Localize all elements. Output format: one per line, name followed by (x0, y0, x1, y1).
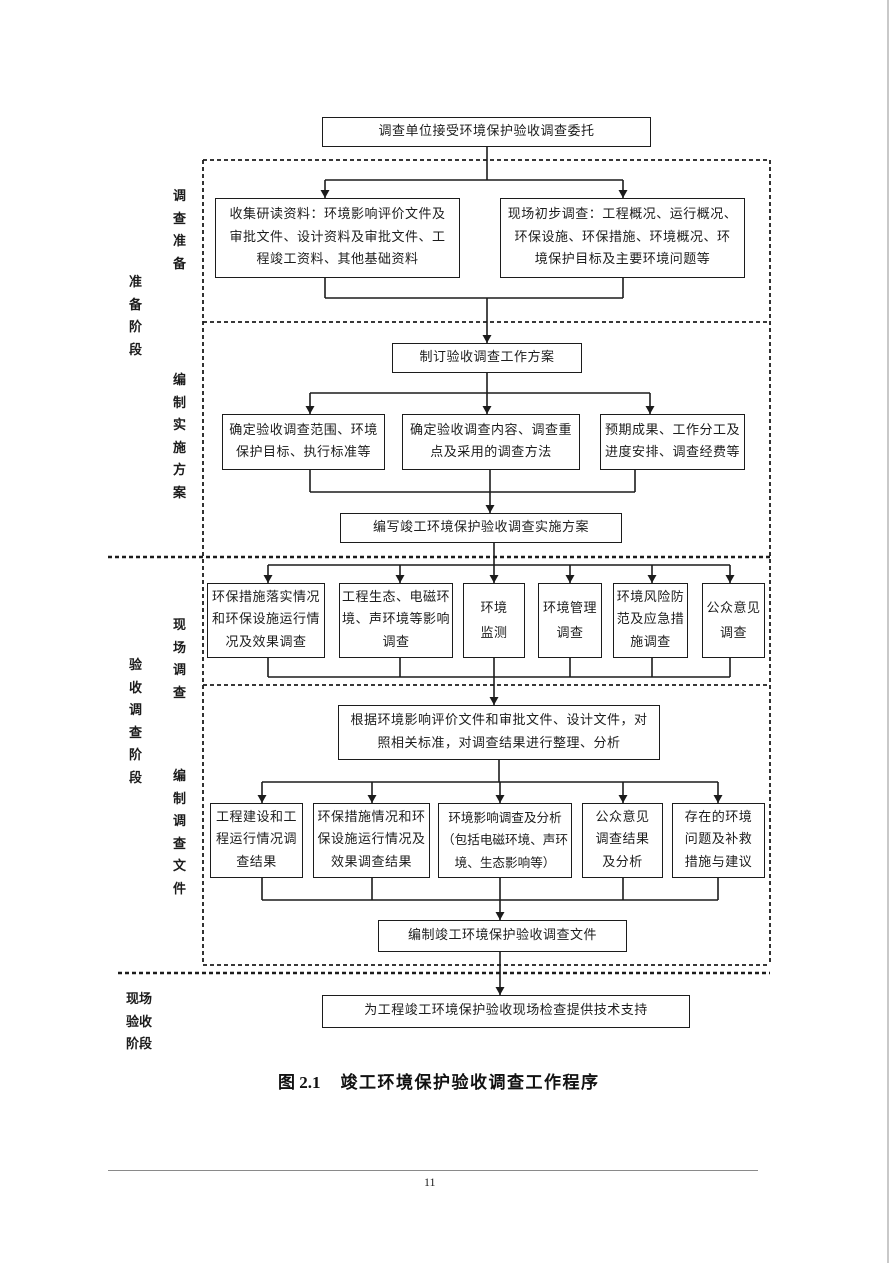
box-text-line: （包括电磁环境、声环 (442, 832, 568, 848)
box-text-line: 工程生态、电磁环 (341, 589, 450, 605)
box-text-line: 境保护目标及主要环境问题等 (534, 252, 711, 268)
box-text-line: 点及采用的调查方法 (430, 445, 552, 460)
box-text-line: 况及效果调查 (225, 634, 307, 650)
box-text-line: 调查 (556, 625, 584, 641)
box-text-line: 调查 (719, 625, 747, 641)
start-box-text: 调查单位接受环境保护验收调查委托 (378, 123, 595, 139)
box-text-line: 和环保设施运行情 (211, 612, 320, 628)
page-number: 11 (424, 1175, 436, 1189)
phase-label-survey-preparation: 调查准备 (172, 189, 186, 272)
initial-site-survey-box: 现场初步调查：工程概况、运行概况、 环保设施、环保措施、环境概况、环 境保护目标… (500, 198, 745, 278)
phase-label-compile-document: 编制调查文件 (172, 769, 186, 897)
footer-rule (108, 1170, 758, 1171)
box-text-line: 环保措施情况和环 (317, 809, 426, 825)
phase-label-site-survey: 现场调查 (172, 618, 186, 701)
result-measures-box: 环保措施情况和环 保设施运行情况及 效果调查结果 (313, 803, 430, 878)
box-text-line: 为工程竣工环境保护验收现场检查提供技术支持 (364, 1003, 648, 1019)
box-text-line: 境、声环境等影响 (341, 612, 450, 628)
stage-label-site-acceptance: 现场验收阶段 (125, 992, 152, 1052)
site-risk-box: 环境风险防 范及应急措 施调查 (613, 583, 688, 658)
box-text-line: 环境管理 (542, 600, 597, 616)
box-text-line: 公众意见 (595, 809, 650, 825)
final-support-box: 为工程竣工环境保护验收现场检查提供技术支持 (322, 995, 690, 1028)
compile-document-box: 编制竣工环境保护验收调查文件 (378, 920, 627, 952)
plan-schedule-box: 预期成果、工作分工及 进度安排、调查经费等 (600, 414, 745, 470)
write-plan-box: 编写竣工环境保护验收调查实施方案 (340, 513, 622, 543)
box-text-line: 调查结果 (595, 832, 650, 848)
box-text-line: 保设施运行情况及 (317, 832, 426, 848)
collect-materials-box: 收集研读资料：环境影响评价文件及 审批文件、设计资料及审批文件、工 程竣工资料、… (215, 198, 460, 278)
box-text-line: 程竣工资料、其他基础资料 (256, 252, 419, 268)
box-text-line: 环境影响调查及分析 (448, 809, 562, 825)
result-problems-box: 存在的环境 问题及补救 措施与建议 (672, 803, 765, 878)
box-text-line: 及分析 (602, 854, 643, 870)
box-text-line: 措施与建议 (684, 854, 753, 870)
box-text-line: 现场初步调查：工程概况、运行概况、 (507, 207, 738, 223)
plan-scope-box: 确定验收调查范围、环境 保护目标、执行标准等 (222, 414, 385, 470)
box-text-line: 公众意见 (706, 600, 761, 616)
site-public-opinion-box: 公众意见 调查 (702, 583, 765, 658)
box-text-line: 保护目标、执行标准等 (235, 445, 371, 460)
box-text-line: 监测 (480, 625, 508, 641)
box-text-line: 根据环境影响评价文件和审批文件、设计文件，对 (350, 713, 648, 728)
box-text-line: 确定验收调查范围、环境 (229, 422, 378, 438)
box-text-line: 环境 (480, 600, 508, 616)
box-text-line: 进度安排、调查经费等 (604, 445, 740, 460)
box-text-line: 编制竣工环境保护验收调查文件 (407, 927, 597, 943)
box-text-line: 环保设施、环保措施、环境概况、环 (514, 229, 731, 245)
box-text-line: 境、生态影响等） (454, 854, 556, 870)
result-impact-analysis-box: 环境影响调查及分析 （包括电磁环境、声环 境、生态影响等） (438, 803, 572, 878)
box-text-line: 审批文件、设计资料及审批文件、工 (229, 229, 446, 245)
box-text-line: 环保措施落实情况 (211, 589, 320, 605)
box-text-line: 存在的环境 (684, 809, 753, 825)
result-construction-box: 工程建设和工 程运行情况调 查结果 (210, 803, 303, 878)
box-text-line: 照相关标准，对调查结果进行整理、分析 (377, 735, 621, 751)
dashed-frames (108, 159, 771, 975)
site-impact-box: 工程生态、电磁环 境、声环境等影响 调查 (339, 583, 453, 658)
box-text-line: 范及应急措 (616, 612, 685, 628)
box-text-line: 工程建设和工 (215, 809, 297, 825)
site-measures-box: 环保措施落实情况 和环保设施运行情 况及效果调查 (207, 583, 325, 658)
flow-lines (257, 147, 735, 995)
start-box: 调查单位接受环境保护验收调查委托 (322, 117, 651, 147)
plan-content-box: 确定验收调查内容、调查重 点及采用的调查方法 (402, 414, 580, 470)
figure-number: 图 2.1 (278, 1073, 321, 1092)
stage-label-acceptance-survey: 验收调查阶段 (128, 658, 142, 786)
figure-caption: 图 2.1 竣工环境保护验收调查工作程序 (278, 1071, 600, 1095)
scan-edge-line (887, 0, 889, 1263)
box-text-line: 确定验收调查内容、调查重 (409, 422, 572, 438)
box-text-line: 环境风险防 (616, 589, 685, 605)
box-text-line: 施调查 (630, 634, 671, 650)
box-text-line: 预期成果、工作分工及 (604, 422, 740, 438)
box-text-line: 制订验收调查工作方案 (419, 349, 555, 365)
result-public-opinion-box: 公众意见 调查结果 及分析 (582, 803, 663, 878)
box-text-line: 查结果 (236, 854, 277, 870)
box-text-line: 程运行情况调 (215, 832, 297, 848)
formulate-plan-box: 制订验收调查工作方案 (392, 343, 582, 373)
analysis-box: 根据环境影响评价文件和审批文件、设计文件，对 照相关标准，对调查结果进行整理、分… (338, 705, 660, 760)
phase-label-compile-plan: 编制实施方案 (172, 373, 186, 501)
stage-label-preparation: 准备阶段 (128, 275, 142, 358)
box-text-line: 问题及补救 (684, 832, 753, 848)
site-management-box: 环境管理 调查 (538, 583, 602, 658)
figure-title: 竣工环境保护验收调查工作程序 (340, 1073, 600, 1092)
box-text-line: 收集研读资料：环境影响评价文件及 (229, 207, 446, 223)
box-text-line: 效果调查结果 (330, 854, 412, 870)
box-text-line: 调查 (382, 634, 410, 650)
box-text-line: 编写竣工环境保护验收调查实施方案 (372, 519, 589, 535)
site-monitoring-box: 环境 监测 (463, 583, 525, 658)
